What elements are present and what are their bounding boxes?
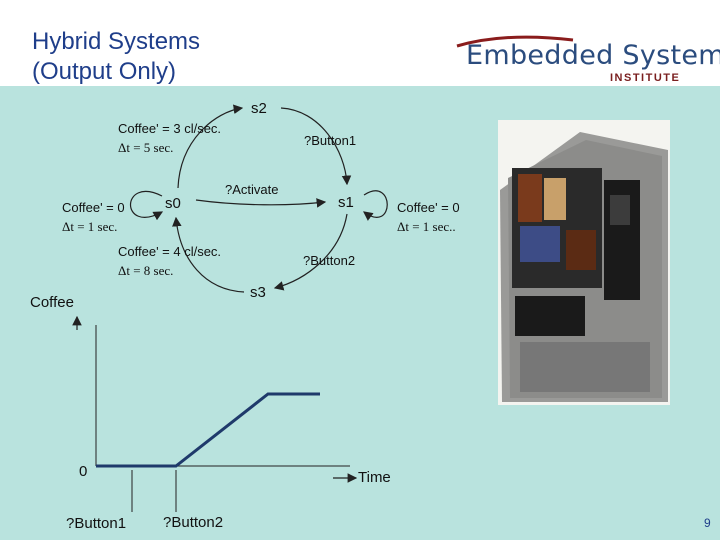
- transition-s0-s1: [195, 198, 327, 208]
- plot-zero-label: 0: [79, 463, 87, 480]
- s0-duration-label: Δt = 1 sec.: [62, 219, 117, 234]
- vending-machine-image: [498, 120, 670, 405]
- state-s1: s1: [338, 194, 354, 211]
- slide-title-line1: Hybrid Systems: [32, 28, 201, 55]
- logo-text: Embedded Systems: [466, 40, 720, 71]
- state-s2-label: s2: [251, 100, 267, 117]
- button2-transition-label: ?Button2: [303, 253, 355, 268]
- logo-subtext: INSTITUTE: [610, 72, 681, 84]
- header-band: Hybrid Systems (Output Only) Embedded Sy…: [0, 0, 720, 86]
- plot-button1-label: ?Button1: [66, 515, 126, 532]
- s1-duration-label: Δt = 1 sec..: [397, 219, 456, 234]
- plot-ylabel: Coffee: [30, 294, 74, 311]
- state-s3-label: s3: [250, 284, 266, 301]
- s3-duration-label: Δt = 8 sec.: [118, 263, 173, 278]
- s1-rate-label: Coffee' = 0: [397, 200, 460, 215]
- state-s0: s0: [165, 195, 181, 212]
- plot-button2-label: ?Button2: [163, 514, 223, 531]
- state-s0-label: s0: [165, 195, 181, 212]
- s0-rate-label: Coffee' = 0: [62, 200, 125, 215]
- logo-arc-icon: [456, 35, 574, 48]
- button1-transition-label: ?Button1: [304, 133, 356, 148]
- page-number: 9: [704, 516, 711, 530]
- activate-transition-label: ?Activate: [225, 182, 278, 197]
- self-loop-s1: [363, 190, 388, 221]
- plot-xlabel: Time: [358, 469, 391, 486]
- state-s2: s2: [241, 94, 281, 120]
- coffee-level-line: [96, 392, 320, 468]
- s2-rate-label: Coffee' = 3 cl/sec.: [118, 121, 221, 136]
- state-s1-label: s1: [338, 194, 354, 211]
- coffee-time-plot: Coffee 0 Time ?Button1 ?Button2: [30, 294, 391, 532]
- transition-s1-s3: [273, 213, 348, 291]
- transition-s0-s2: [177, 104, 244, 189]
- self-loop-s0: [130, 190, 164, 221]
- transition-s2-s1: [280, 107, 352, 186]
- s3-rate-label: Coffee' = 4 cl/sec.: [118, 244, 221, 259]
- s2-duration-label: Δt = 5 sec.: [118, 140, 173, 155]
- transition-s3-s0: [172, 216, 245, 293]
- slide-title-line2: (Output Only): [32, 58, 177, 85]
- state-s3: s3: [250, 284, 266, 301]
